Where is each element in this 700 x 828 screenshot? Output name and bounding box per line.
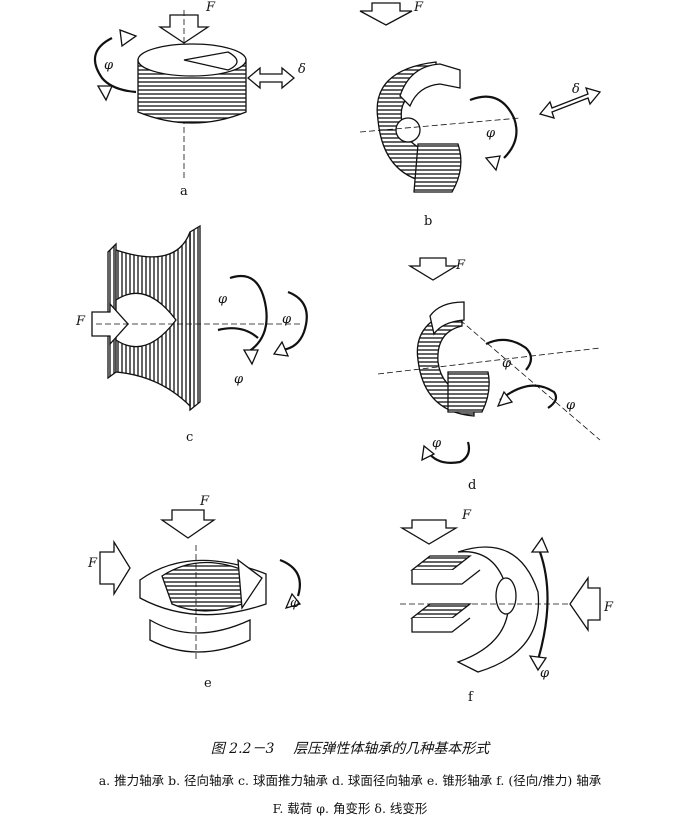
label-phi-d2: φ bbox=[566, 398, 576, 413]
label-phi-b: φ bbox=[486, 126, 496, 141]
label-phi-c3: φ bbox=[234, 372, 244, 387]
force-arrow-e bbox=[159, 509, 217, 539]
rotation-arrow-e bbox=[279, 558, 301, 597]
panel-label-c: c bbox=[186, 430, 194, 445]
panel-label-d: d bbox=[468, 478, 477, 493]
label-delta-b: δ bbox=[572, 82, 580, 97]
shear-arrow-a bbox=[246, 66, 296, 90]
panel-a-thrust-bearing bbox=[93, 10, 296, 180]
label-F-e-side: F bbox=[88, 556, 98, 571]
rotation-arrow-f bbox=[536, 551, 549, 661]
label-phi-f: φ bbox=[540, 666, 550, 681]
panel-e-conical-bearing bbox=[99, 509, 302, 660]
panel-d-spherical-radial-bearing bbox=[377, 257, 601, 464]
panel-c-spherical-thrust-bearing bbox=[91, 224, 308, 412]
label-phi-d1: φ bbox=[502, 356, 512, 371]
label-F-f-side: F bbox=[604, 600, 614, 615]
panel-b-radial-bearing bbox=[359, 2, 602, 193]
rotation-arrow-d1 bbox=[485, 338, 533, 371]
rotation-arrow-d2 bbox=[499, 384, 558, 409]
panel-label-f: f bbox=[468, 690, 473, 705]
caption-legend-line1: a. 推力轴承 b. 径向轴承 c. 球面推力轴承 d. 球面径向轴承 e. 锥… bbox=[98, 773, 602, 788]
label-F-a: F bbox=[206, 0, 216, 15]
force-arrow-d bbox=[407, 257, 459, 281]
label-phi-d3: φ bbox=[432, 436, 442, 451]
caption-number: 图 2.2－3 bbox=[210, 741, 275, 757]
label-F-e-top: F bbox=[200, 494, 210, 509]
caption-title: 层压弹性体轴承的几种基本形式 bbox=[293, 741, 490, 757]
rotation-arrow-c2 bbox=[281, 290, 308, 352]
rotation-arrow-d3 bbox=[427, 441, 471, 464]
figure-caption: 图 2.2－3 层压弹性体轴承的几种基本形式 bbox=[0, 738, 700, 758]
rotation-arrow-c1 bbox=[229, 275, 268, 353]
label-F-c: F bbox=[76, 314, 86, 329]
label-F-b: F bbox=[414, 0, 424, 15]
panel-label-a: a bbox=[180, 184, 188, 199]
label-phi-c2: φ bbox=[282, 312, 292, 327]
shear-arrow-b bbox=[538, 87, 602, 119]
rotation-arrow-b bbox=[469, 95, 518, 159]
force-arrow-f bbox=[399, 519, 459, 545]
panel-label-e: e bbox=[204, 676, 212, 691]
label-delta-a: δ bbox=[298, 62, 306, 77]
panel-f-radial-thrust-bearing bbox=[399, 519, 601, 673]
force-arrow-b bbox=[359, 2, 413, 26]
label-phi-e: φ bbox=[290, 596, 300, 611]
label-phi-a: φ bbox=[104, 58, 114, 73]
force-arrow-f-side bbox=[569, 575, 601, 633]
label-F-d: F bbox=[456, 258, 466, 273]
label-F-f-top: F bbox=[462, 508, 472, 523]
caption-legend-line2: F. 载荷 φ. 角变形 δ. 线变形 bbox=[272, 801, 428, 816]
rotation-arrow-a bbox=[93, 37, 137, 94]
force-arrow-e-side bbox=[99, 539, 131, 597]
label-phi-c1: φ bbox=[218, 292, 228, 307]
panel-label-b: b bbox=[424, 214, 433, 229]
